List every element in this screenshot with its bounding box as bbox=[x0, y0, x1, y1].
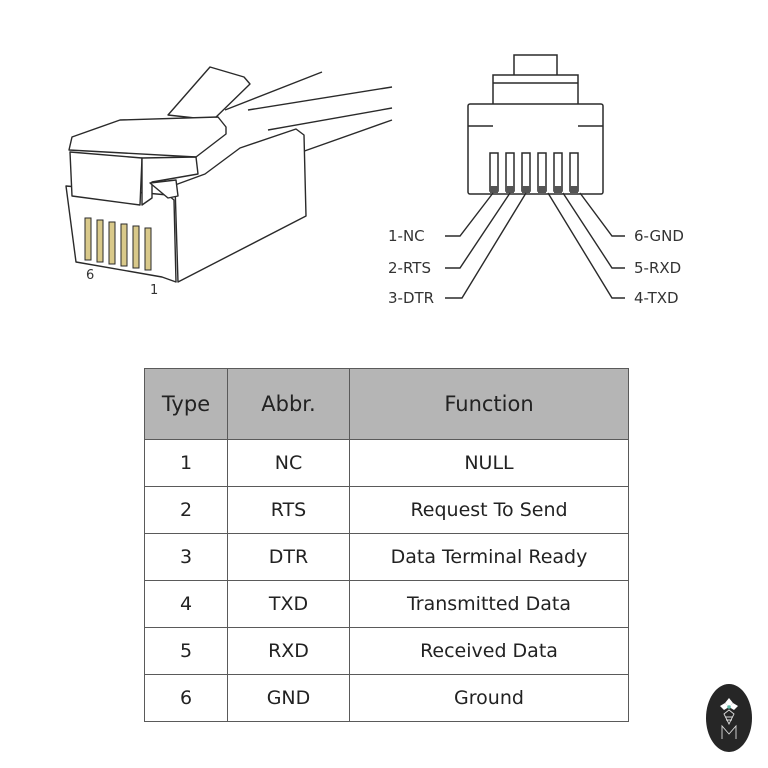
table-row: 1 NC NULL bbox=[144, 439, 629, 487]
connector-diagram: 6 1 1-NC 2-RTS 3-DTR 6-GND 5-RXD 4-TXD bbox=[0, 0, 768, 340]
table-row: 3 DTR Data Terminal Ready bbox=[144, 533, 629, 581]
pinout-table: Type Abbr. Function 1 NC NULL 2 RTS Requ… bbox=[144, 368, 629, 722]
cell-abbr: GND bbox=[227, 674, 350, 722]
cell-abbr: RTS bbox=[227, 486, 350, 534]
contact-pin-2 bbox=[132, 225, 140, 269]
header-abbr: Abbr. bbox=[227, 368, 350, 440]
table-row: 6 GND Ground bbox=[144, 674, 629, 722]
cell-function: Transmitted Data bbox=[349, 580, 629, 628]
pin-label-dtr: 3-DTR bbox=[388, 289, 435, 307]
cell-function: Received Data bbox=[349, 627, 629, 675]
pin-label-nc: 1-NC bbox=[388, 227, 425, 245]
cable-line bbox=[247, 86, 393, 111]
cable-line bbox=[224, 71, 323, 111]
contact-pin-3 bbox=[120, 223, 128, 267]
pin-label-rxd: 5-RXD bbox=[634, 259, 682, 277]
table-row: 5 RXD Received Data bbox=[144, 627, 629, 675]
cell-abbr: NC bbox=[227, 439, 350, 487]
contact-pins bbox=[84, 217, 152, 271]
contact-pin-1 bbox=[144, 227, 152, 271]
cell-abbr: RXD bbox=[227, 627, 350, 675]
contact-pin-4 bbox=[108, 221, 116, 265]
cell-function: Ground bbox=[349, 674, 629, 722]
cell-type: 1 bbox=[144, 439, 228, 487]
table-header-row: Type Abbr. Function bbox=[144, 368, 629, 440]
cell-type: 5 bbox=[144, 627, 228, 675]
cell-function: NULL bbox=[349, 439, 629, 487]
header-function: Function bbox=[349, 368, 629, 440]
contact-pin-6 bbox=[84, 217, 92, 261]
pin-label-txd: 4-TXD bbox=[634, 289, 679, 307]
brand-logo-icon bbox=[706, 684, 752, 752]
cell-function: Request To Send bbox=[349, 486, 629, 534]
cell-type: 4 bbox=[144, 580, 228, 628]
pin-number-6: 6 bbox=[86, 268, 95, 283]
rj12-plug-side-view bbox=[65, 54, 625, 299]
pin-leader-lines bbox=[445, 192, 625, 299]
table-row: 4 TXD Transmitted Data bbox=[144, 580, 629, 628]
plug-body bbox=[174, 128, 307, 283]
cell-type: 3 bbox=[144, 533, 228, 581]
latch-tab bbox=[167, 66, 251, 121]
cell-function: Data Terminal Ready bbox=[349, 533, 629, 581]
front-contact-tips bbox=[490, 186, 578, 193]
pin-label-rts: 2-RTS bbox=[388, 259, 431, 277]
cell-abbr: TXD bbox=[227, 580, 350, 628]
rj12-plug-front-view bbox=[467, 54, 604, 195]
cell-type: 6 bbox=[144, 674, 228, 722]
cable-line bbox=[267, 107, 393, 131]
cell-abbr: DTR bbox=[227, 533, 350, 581]
pin-label-gnd: 6-GND bbox=[634, 227, 684, 245]
table-row: 2 RTS Request To Send bbox=[144, 486, 629, 534]
cell-type: 2 bbox=[144, 486, 228, 534]
header-type: Type bbox=[144, 368, 228, 440]
contact-pin-5 bbox=[96, 219, 104, 263]
pin-number-1: 1 bbox=[150, 283, 159, 298]
